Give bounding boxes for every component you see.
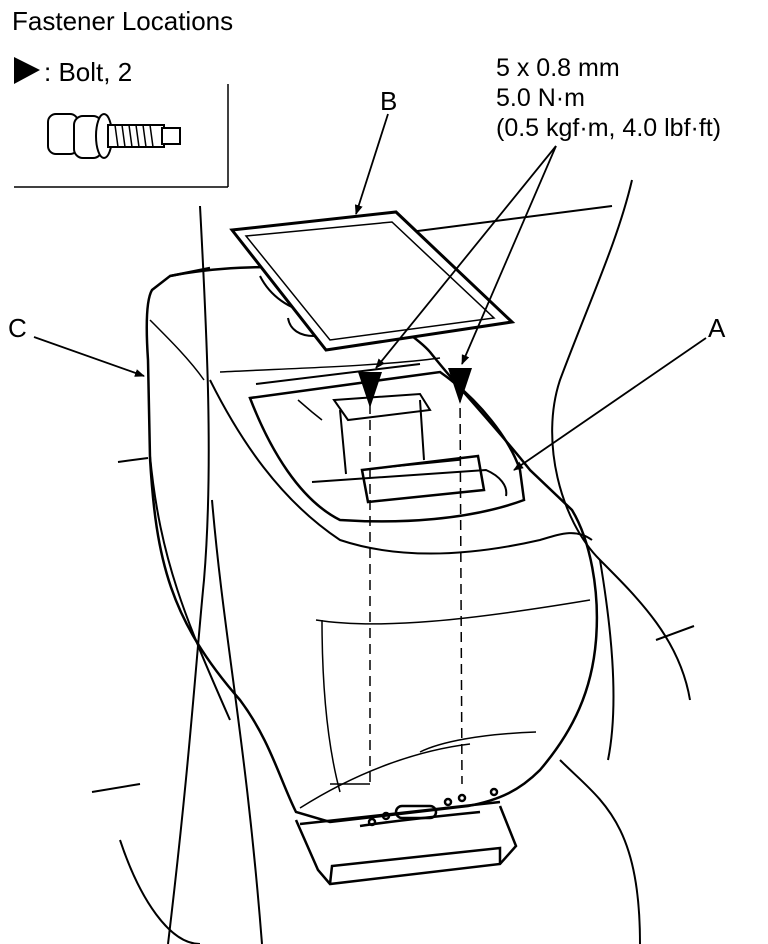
bolt-location-marker-right: [448, 368, 472, 404]
torque-spec-nm: 5.0 N·m: [496, 84, 585, 112]
console-base-bracket: [294, 787, 518, 886]
legend-box: [14, 84, 229, 188]
leader-lines: [33, 113, 707, 471]
lid-panel: [229, 210, 516, 352]
callout-c: C: [8, 313, 27, 343]
callout-a: A: [708, 313, 726, 343]
center-console: [145, 265, 599, 824]
console-tray: [248, 363, 526, 523]
triangle-pointer-icon: [14, 57, 40, 84]
bolt-icon: [47, 113, 181, 159]
bolt-guide-lines: [369, 391, 463, 785]
callout-b: B: [380, 86, 398, 116]
bolt-size-spec: 5 x 0.8 mm: [496, 54, 620, 82]
interior-background: [91, 179, 695, 944]
diagram-title: Fastener Locations: [12, 6, 234, 36]
torque-spec-imperial: (0.5 kgf·m, 4.0 lbf·ft): [496, 114, 722, 142]
legend-label: : Bolt, 2: [44, 57, 133, 87]
bolt-location-marker-left: [358, 372, 382, 408]
